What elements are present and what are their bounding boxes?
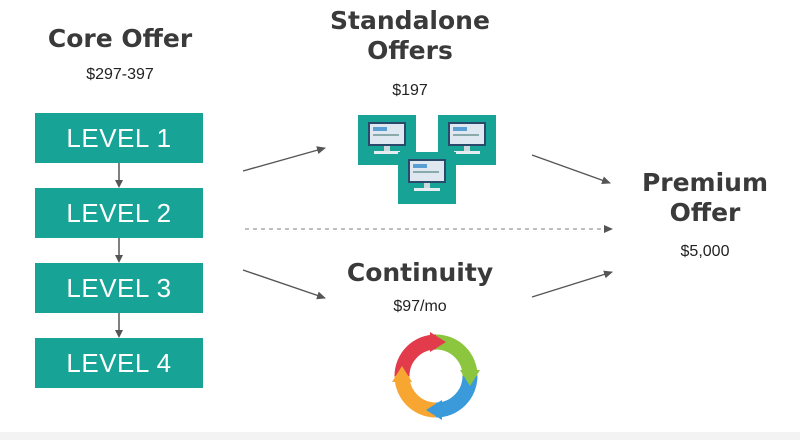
- cycle-arrows-icon: [392, 332, 480, 420]
- standalone-title-line2: Offers: [367, 35, 453, 65]
- arrow-standalone-to-premium: [531, 154, 611, 185]
- premium-offer-price: $5,000: [680, 243, 730, 260]
- premium-offer-title: Premium Offer: [620, 168, 790, 227]
- level-4-box: LEVEL 4: [35, 338, 203, 388]
- standalone-offers-price: $197: [392, 82, 428, 99]
- level-3-box: LEVEL 3: [35, 263, 203, 313]
- premium-title-line2: Offer: [669, 197, 741, 227]
- continuity-price: $97/mo: [393, 298, 447, 315]
- core-offer-title: Core Offer: [47, 24, 193, 53]
- arrow-continuity-to-premium: [531, 270, 613, 298]
- standalone-title-line1: Standalone: [330, 6, 490, 35]
- arrow-core-to-continuity: [242, 269, 326, 300]
- level-2-box: LEVEL 2: [35, 188, 203, 238]
- continuity-title: Continuity: [346, 258, 494, 287]
- premium-title-line1: Premium: [641, 168, 769, 197]
- bottom-strip: [0, 432, 800, 440]
- core-offer-price: $297-397: [86, 66, 154, 83]
- down-arrow-icon: [115, 313, 123, 338]
- down-arrow-icon: [115, 238, 123, 263]
- down-arrow-icon: [115, 163, 123, 188]
- standalone-offers-title: Standalone Offers: [310, 6, 510, 65]
- arrow-core-to-standalone: [242, 146, 326, 172]
- level-1-box: LEVEL 1: [35, 113, 203, 163]
- computer-monitors-icon: [358, 115, 496, 204]
